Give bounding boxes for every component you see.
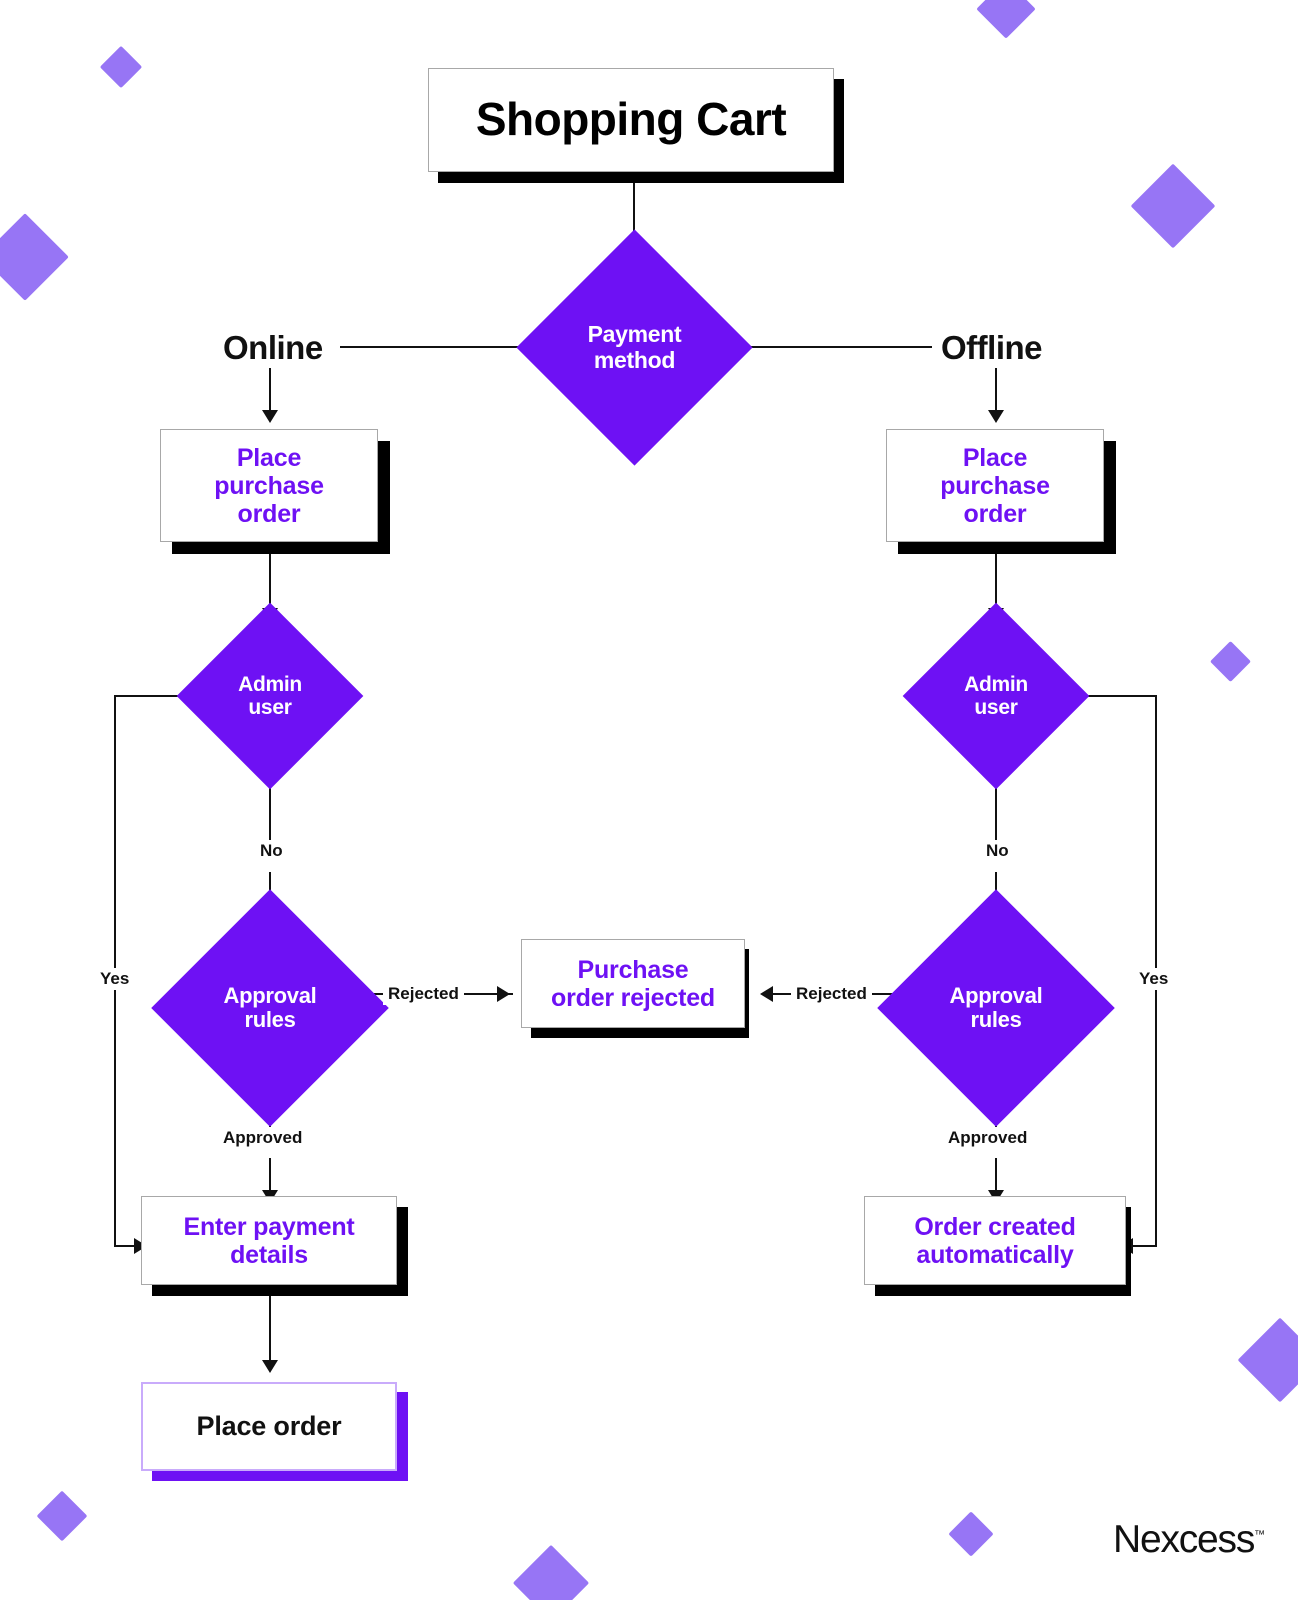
decorative-diamond — [36, 1490, 88, 1542]
nexcess-logo-text: Nexcess — [1113, 1518, 1255, 1561]
edge-label-no-left: No — [255, 840, 288, 862]
edge-no-left-upper — [269, 762, 271, 840]
decorative-diamond — [1130, 163, 1216, 249]
edge-approved-right-lower — [995, 1158, 997, 1194]
edge-label-approved-left: Approved — [218, 1127, 308, 1149]
edge-label-rejected-left: Rejected — [383, 983, 464, 1005]
epd-line2: details — [230, 1240, 308, 1269]
ppo-left-line2: purchase — [214, 471, 324, 500]
decorative-diamond — [512, 1544, 590, 1600]
decorative-diamond — [99, 45, 143, 89]
node-shopping-cart[interactable]: Shopping Cart — [428, 68, 834, 172]
oca-line2: automatically — [916, 1240, 1074, 1269]
edge-offline-drop-arrowhead — [988, 410, 1004, 423]
ppo-right-line1: Place — [962, 443, 1028, 472]
admin-right-line1: Admin — [964, 672, 1028, 696]
edge-yes-right-top — [1057, 695, 1157, 697]
approval-right-line1: Approval — [949, 982, 1043, 1008]
admin-left-line2: user — [248, 696, 292, 719]
edge-yes-left-bottom — [114, 1245, 142, 1247]
edge-offline-drop — [995, 360, 997, 414]
edge-payment-to-place-order-arrowhead — [262, 1360, 278, 1373]
node-approval-rules-left[interactable]: Approval rules — [151, 889, 389, 1127]
node-place-purchase-order-left-label: Place purchase order — [214, 444, 324, 528]
oca-line1: Order created — [914, 1212, 1076, 1241]
decorative-diamond — [976, 0, 1036, 39]
edge-no-right-upper — [995, 762, 997, 840]
edge-payment-to-offline — [714, 346, 932, 348]
decorative-diamond — [1209, 640, 1252, 683]
epd-line1: Enter payment — [183, 1212, 355, 1241]
node-enter-payment-details[interactable]: Enter payment details — [141, 1196, 397, 1285]
por-line2: order rejected — [551, 983, 715, 1012]
edge-cart-to-payment — [633, 172, 635, 244]
payment-method-line1: Payment — [587, 321, 682, 348]
node-admin-user-right-label: Admin user — [930, 630, 1062, 762]
node-place-purchase-order-right-label: Place purchase order — [940, 444, 1050, 528]
edge-label-rejected-right: Rejected — [791, 983, 872, 1005]
node-purchase-order-rejected[interactable]: Purchase order rejected — [521, 939, 745, 1028]
admin-right-line2: user — [974, 696, 1018, 719]
node-shopping-cart-label: Shopping Cart — [475, 93, 787, 146]
node-payment-method-label: Payment method — [551, 264, 718, 431]
edge-label-yes-right: Yes — [1134, 968, 1174, 990]
edge-label-offline: Offline — [936, 328, 1047, 368]
decorative-diamond — [0, 213, 69, 301]
ppo-right-line3: order — [963, 499, 1027, 528]
edge-online-drop — [269, 360, 271, 414]
edge-ppo-left-to-admin — [269, 554, 271, 612]
node-order-created-automatically-label: Order created automatically — [914, 1212, 1076, 1269]
edge-label-online: Online — [218, 328, 328, 368]
edge-payment-to-place-order — [269, 1285, 271, 1365]
approval-left-line2: rules — [244, 1007, 296, 1032]
edge-payment-to-online — [340, 346, 555, 348]
payment-method-line2: method — [593, 346, 676, 373]
trademark-icon: ™ — [1254, 1529, 1266, 1541]
edge-ppo-right-to-admin — [995, 554, 997, 612]
admin-left-line1: Admin — [238, 672, 302, 696]
ppo-right-line2: purchase — [940, 471, 1050, 500]
por-line1: Purchase — [577, 955, 689, 984]
nexcess-logo: Nexcess™ — [1113, 1518, 1265, 1562]
edge-rejected-right-arrowhead — [760, 986, 773, 1002]
node-purchase-order-rejected-label: Purchase order rejected — [551, 956, 715, 1012]
edge-online-drop-arrowhead — [262, 410, 278, 423]
node-place-purchase-order-right[interactable]: Place purchase order — [886, 429, 1104, 542]
edge-label-approved-right: Approved — [943, 1127, 1033, 1149]
node-enter-payment-details-label: Enter payment details — [183, 1213, 354, 1269]
edge-approved-left-lower — [269, 1158, 271, 1194]
approval-right-line2: rules — [970, 1007, 1022, 1032]
ppo-left-line1: Place — [236, 443, 302, 472]
node-approval-rules-left-label: Approval rules — [186, 924, 354, 1092]
node-admin-user-right[interactable]: Admin user — [902, 602, 1090, 790]
decorative-diamond — [1237, 1317, 1298, 1403]
node-approval-rules-right[interactable]: Approval rules — [877, 889, 1115, 1127]
edge-rejected-left-arrowhead — [497, 986, 510, 1002]
node-place-order[interactable]: Place order — [141, 1382, 397, 1471]
ppo-left-line3: order — [237, 499, 301, 528]
node-admin-user-left[interactable]: Admin user — [176, 602, 364, 790]
edge-yes-right-bottom — [1128, 1245, 1157, 1247]
node-place-order-label: Place order — [196, 1411, 342, 1442]
node-place-purchase-order-left[interactable]: Place purchase order — [160, 429, 378, 542]
decorative-diamond — [948, 1511, 994, 1557]
edge-label-no-right: No — [981, 840, 1014, 862]
node-order-created-automatically[interactable]: Order created automatically — [864, 1196, 1126, 1285]
approval-left-line1: Approval — [223, 982, 317, 1008]
node-approval-rules-right-label: Approval rules — [912, 924, 1080, 1092]
edge-label-yes-left: Yes — [95, 968, 135, 990]
node-payment-method[interactable]: Payment method — [516, 229, 753, 466]
edge-yes-left-top — [114, 695, 209, 697]
node-admin-user-left-label: Admin user — [204, 630, 336, 762]
